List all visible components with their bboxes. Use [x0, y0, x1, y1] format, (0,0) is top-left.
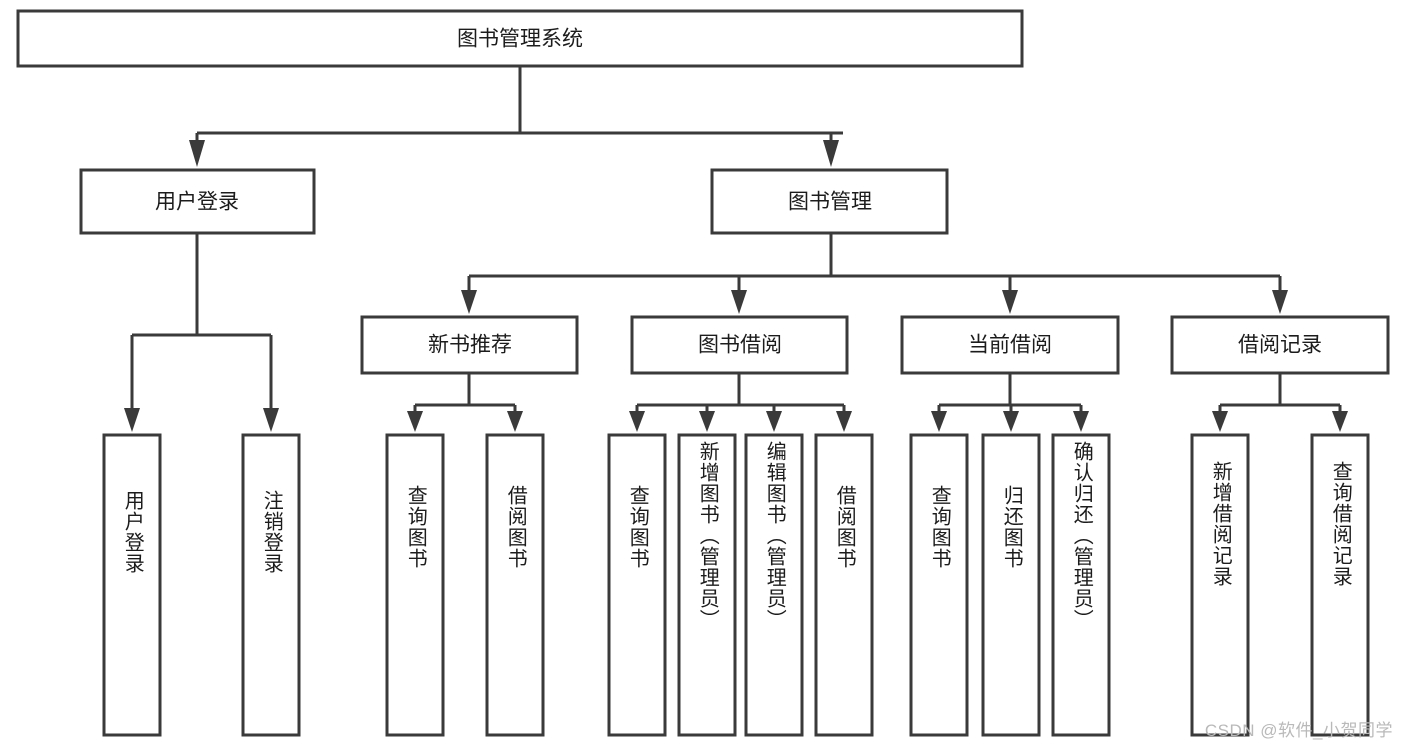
leaf-box-logout[interactable] — [241, 433, 301, 737]
leaf-box-query-book-1[interactable] — [385, 433, 445, 737]
leaf-box-user-login[interactable] — [102, 433, 162, 737]
node-new-book-recommend[interactable]: 新书推荐 — [360, 315, 579, 375]
node-book-management-label: 图书管理 — [788, 191, 872, 214]
arrow-current-child-3 — [1073, 411, 1089, 432]
node-root-label: 图书管理系统 — [457, 28, 583, 51]
node-new-book-recommend-label: 新书推荐 — [428, 334, 512, 357]
arrow-borrow-child-3 — [766, 411, 782, 432]
leaf-box-return-book[interactable] — [981, 433, 1041, 737]
node-user-login[interactable]: 用户登录 — [79, 168, 316, 235]
node-book-borrow-box[interactable] — [630, 315, 849, 375]
leaf-box-query-book-3[interactable] — [909, 433, 969, 737]
arrow-record-child-1 — [1212, 411, 1228, 432]
connector-group-bookmgmt — [461, 233, 1288, 314]
arrow-record-child-2 — [1332, 411, 1348, 432]
connector-group-borrow — [629, 373, 852, 432]
arrow-current-child-2 — [1003, 411, 1019, 432]
csdn-watermark: CSDN @软件_小贺同学 — [1204, 721, 1393, 740]
leaf-box-query-book-2[interactable] — [607, 433, 667, 737]
connector-group-newbook — [407, 373, 523, 432]
leaf-box-add-book[interactable] — [677, 433, 737, 737]
arrow-root-to-login — [189, 140, 205, 167]
arrow-login-child-1 — [124, 408, 140, 432]
leaf-box-add-record[interactable] — [1190, 433, 1250, 737]
arrow-bookmgmt-child-1 — [461, 290, 477, 314]
node-root[interactable]: 图书管理系统 — [16, 9, 1024, 68]
arrow-root-to-bookmgmt — [823, 140, 839, 167]
node-book-borrow[interactable]: 图书借阅 — [630, 315, 849, 375]
leaf-box-borrow-book-1[interactable] — [485, 433, 545, 737]
node-book-management[interactable]: 图书管理 — [710, 168, 949, 235]
node-current-borrow-label: 当前借阅 — [968, 334, 1052, 357]
node-current-borrow-box[interactable] — [900, 315, 1120, 375]
node-root-box[interactable] — [16, 9, 1024, 68]
node-user-login-label: 用户登录 — [155, 191, 239, 214]
connector-group-login — [124, 233, 279, 432]
arrow-current-child-1 — [931, 411, 947, 432]
connector-group-current — [931, 373, 1089, 432]
leaf-box-query-record[interactable] — [1310, 433, 1370, 737]
node-borrow-record-label: 借阅记录 — [1238, 334, 1322, 357]
arrow-bookmgmt-child-4 — [1272, 290, 1288, 314]
arrow-borrow-child-4 — [836, 411, 852, 432]
arrow-login-child-2 — [263, 408, 279, 432]
arrow-bookmgmt-child-3 — [1002, 290, 1018, 314]
node-borrow-record-box[interactable] — [1170, 315, 1390, 375]
node-new-book-recommend-box[interactable] — [360, 315, 579, 375]
arrow-borrow-child-2 — [699, 411, 715, 432]
node-user-login-box[interactable] — [79, 168, 316, 235]
leaf-box-edit-book[interactable] — [744, 433, 804, 737]
arrow-bookmgmt-child-2 — [731, 290, 747, 314]
arrow-newbook-child-1 — [407, 411, 423, 432]
node-book-management-box[interactable] — [710, 168, 949, 235]
connector-group-root — [189, 66, 843, 167]
node-current-borrow[interactable]: 当前借阅 — [900, 315, 1120, 375]
leaf-box-confirm-return[interactable] — [1051, 433, 1111, 737]
connector-group-record — [1212, 373, 1348, 432]
leaf-box-borrow-book-2[interactable] — [814, 433, 874, 737]
node-borrow-record[interactable]: 借阅记录 — [1170, 315, 1390, 375]
node-book-borrow-label: 图书借阅 — [698, 334, 782, 357]
arrow-borrow-child-1 — [629, 411, 645, 432]
arrow-newbook-child-2 — [507, 411, 523, 432]
